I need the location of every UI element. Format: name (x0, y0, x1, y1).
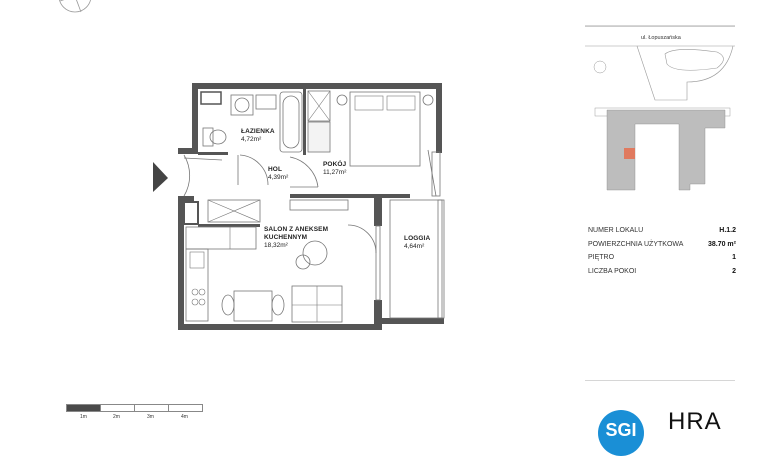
scale-label-1m: 1m (80, 414, 87, 420)
unit-highlight (624, 148, 635, 159)
info-row-area: POWIERZCHNIA UŻYTKOWA 38.70 m² (588, 240, 736, 248)
divider-top (585, 25, 735, 26)
sgi-logo: SGI (598, 410, 644, 456)
scale-label-4m: 4m (181, 414, 188, 420)
info-row-floor: PIĘTRO 1 (588, 254, 736, 262)
info-row-rooms: LICZBA POKOI 2 (588, 267, 736, 275)
divider-bottom (585, 380, 735, 381)
floor-plan (153, 83, 445, 330)
unit-info-table: NUMER LOKALU H.1.2 POWIERZCHNIA UŻYTKOWA… (588, 224, 736, 278)
entrance-arrow-icon (152, 162, 168, 192)
room-bathroom: ŁAZIENKA 4,72m² (241, 128, 275, 143)
scale-bar (66, 404, 203, 412)
room-living-kitchen: SALON Z ANEKSEM KUCHENNYM 18,32m² (264, 226, 329, 249)
room-hall: HOL 4,39m² (268, 166, 289, 181)
site-plan (585, 45, 735, 191)
room-bedroom: POKÓJ 11,27m² (323, 161, 347, 176)
info-row-unit-number: NUMER LOKALU H.1.2 (588, 227, 736, 235)
compass-icon (59, 0, 91, 13)
hra-logo: HRA (668, 408, 722, 435)
street-label: ul. Łopuszańska (641, 35, 681, 41)
room-loggia: LOGGIA 4,64m² (404, 235, 431, 250)
scale-label-2m: 2m (113, 414, 120, 420)
scale-label-3m: 3m (147, 414, 154, 420)
